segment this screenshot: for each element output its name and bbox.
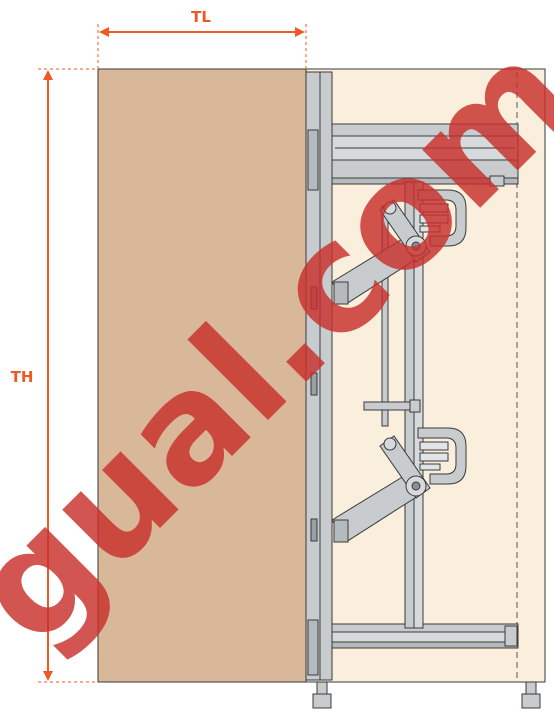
bottom-rail <box>331 623 519 649</box>
height-dimension <box>38 68 98 683</box>
middle-crossbar <box>363 399 421 413</box>
height-label: TH <box>11 368 34 386</box>
upper-basket-bracket <box>417 189 467 247</box>
front-frame <box>305 71 333 681</box>
lower-arm <box>331 435 431 543</box>
width-label: TL <box>191 8 211 26</box>
upper-arm <box>331 199 431 305</box>
width-dimension <box>97 24 307 69</box>
cabinet-feet <box>312 681 541 709</box>
top-rail <box>331 123 519 187</box>
door-panel <box>97 68 307 683</box>
lower-basket-bracket <box>417 427 467 485</box>
